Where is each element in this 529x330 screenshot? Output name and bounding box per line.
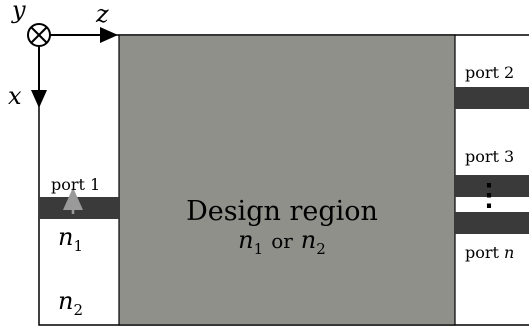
lower-material-label: n2: [58, 287, 83, 319]
input-waveguide: [39, 197, 119, 219]
z-axis-label: z: [95, 0, 109, 28]
output-waveguide-port-2: [455, 87, 529, 109]
design-material-second-symbol: n: [301, 226, 316, 254]
design-material-connector: or: [271, 229, 293, 253]
x-axis-label: x: [8, 82, 22, 110]
design-region: [118, 34, 456, 326]
upper-material-symbol: n: [58, 223, 73, 251]
upper-material-label: n1: [58, 223, 83, 255]
output-waveguide-port-3: [455, 175, 529, 197]
design-material-first-subscript: 1: [254, 240, 264, 258]
port-3-label: port 3: [465, 147, 514, 166]
design-material-first-symbol: n: [238, 226, 253, 254]
design-region-title: Design region: [186, 196, 378, 227]
y-axis-cross-icon-b: [30, 26, 48, 44]
port-n-prefix: port: [465, 243, 500, 262]
lower-material-symbol: n: [58, 287, 73, 315]
y-axis-label: y: [11, 0, 26, 24]
design-material-second-subscript: 2: [316, 240, 326, 258]
output-waveguide-port-n: [455, 212, 529, 234]
lower-material-subscript: 2: [73, 301, 83, 319]
port-n-index: n: [504, 243, 514, 262]
port-1-label: port 1: [51, 175, 100, 194]
port-ellipsis: ⋮: [474, 178, 504, 213]
port-2-label: port 2: [465, 63, 514, 82]
upper-material-subscript: 1: [73, 237, 83, 255]
